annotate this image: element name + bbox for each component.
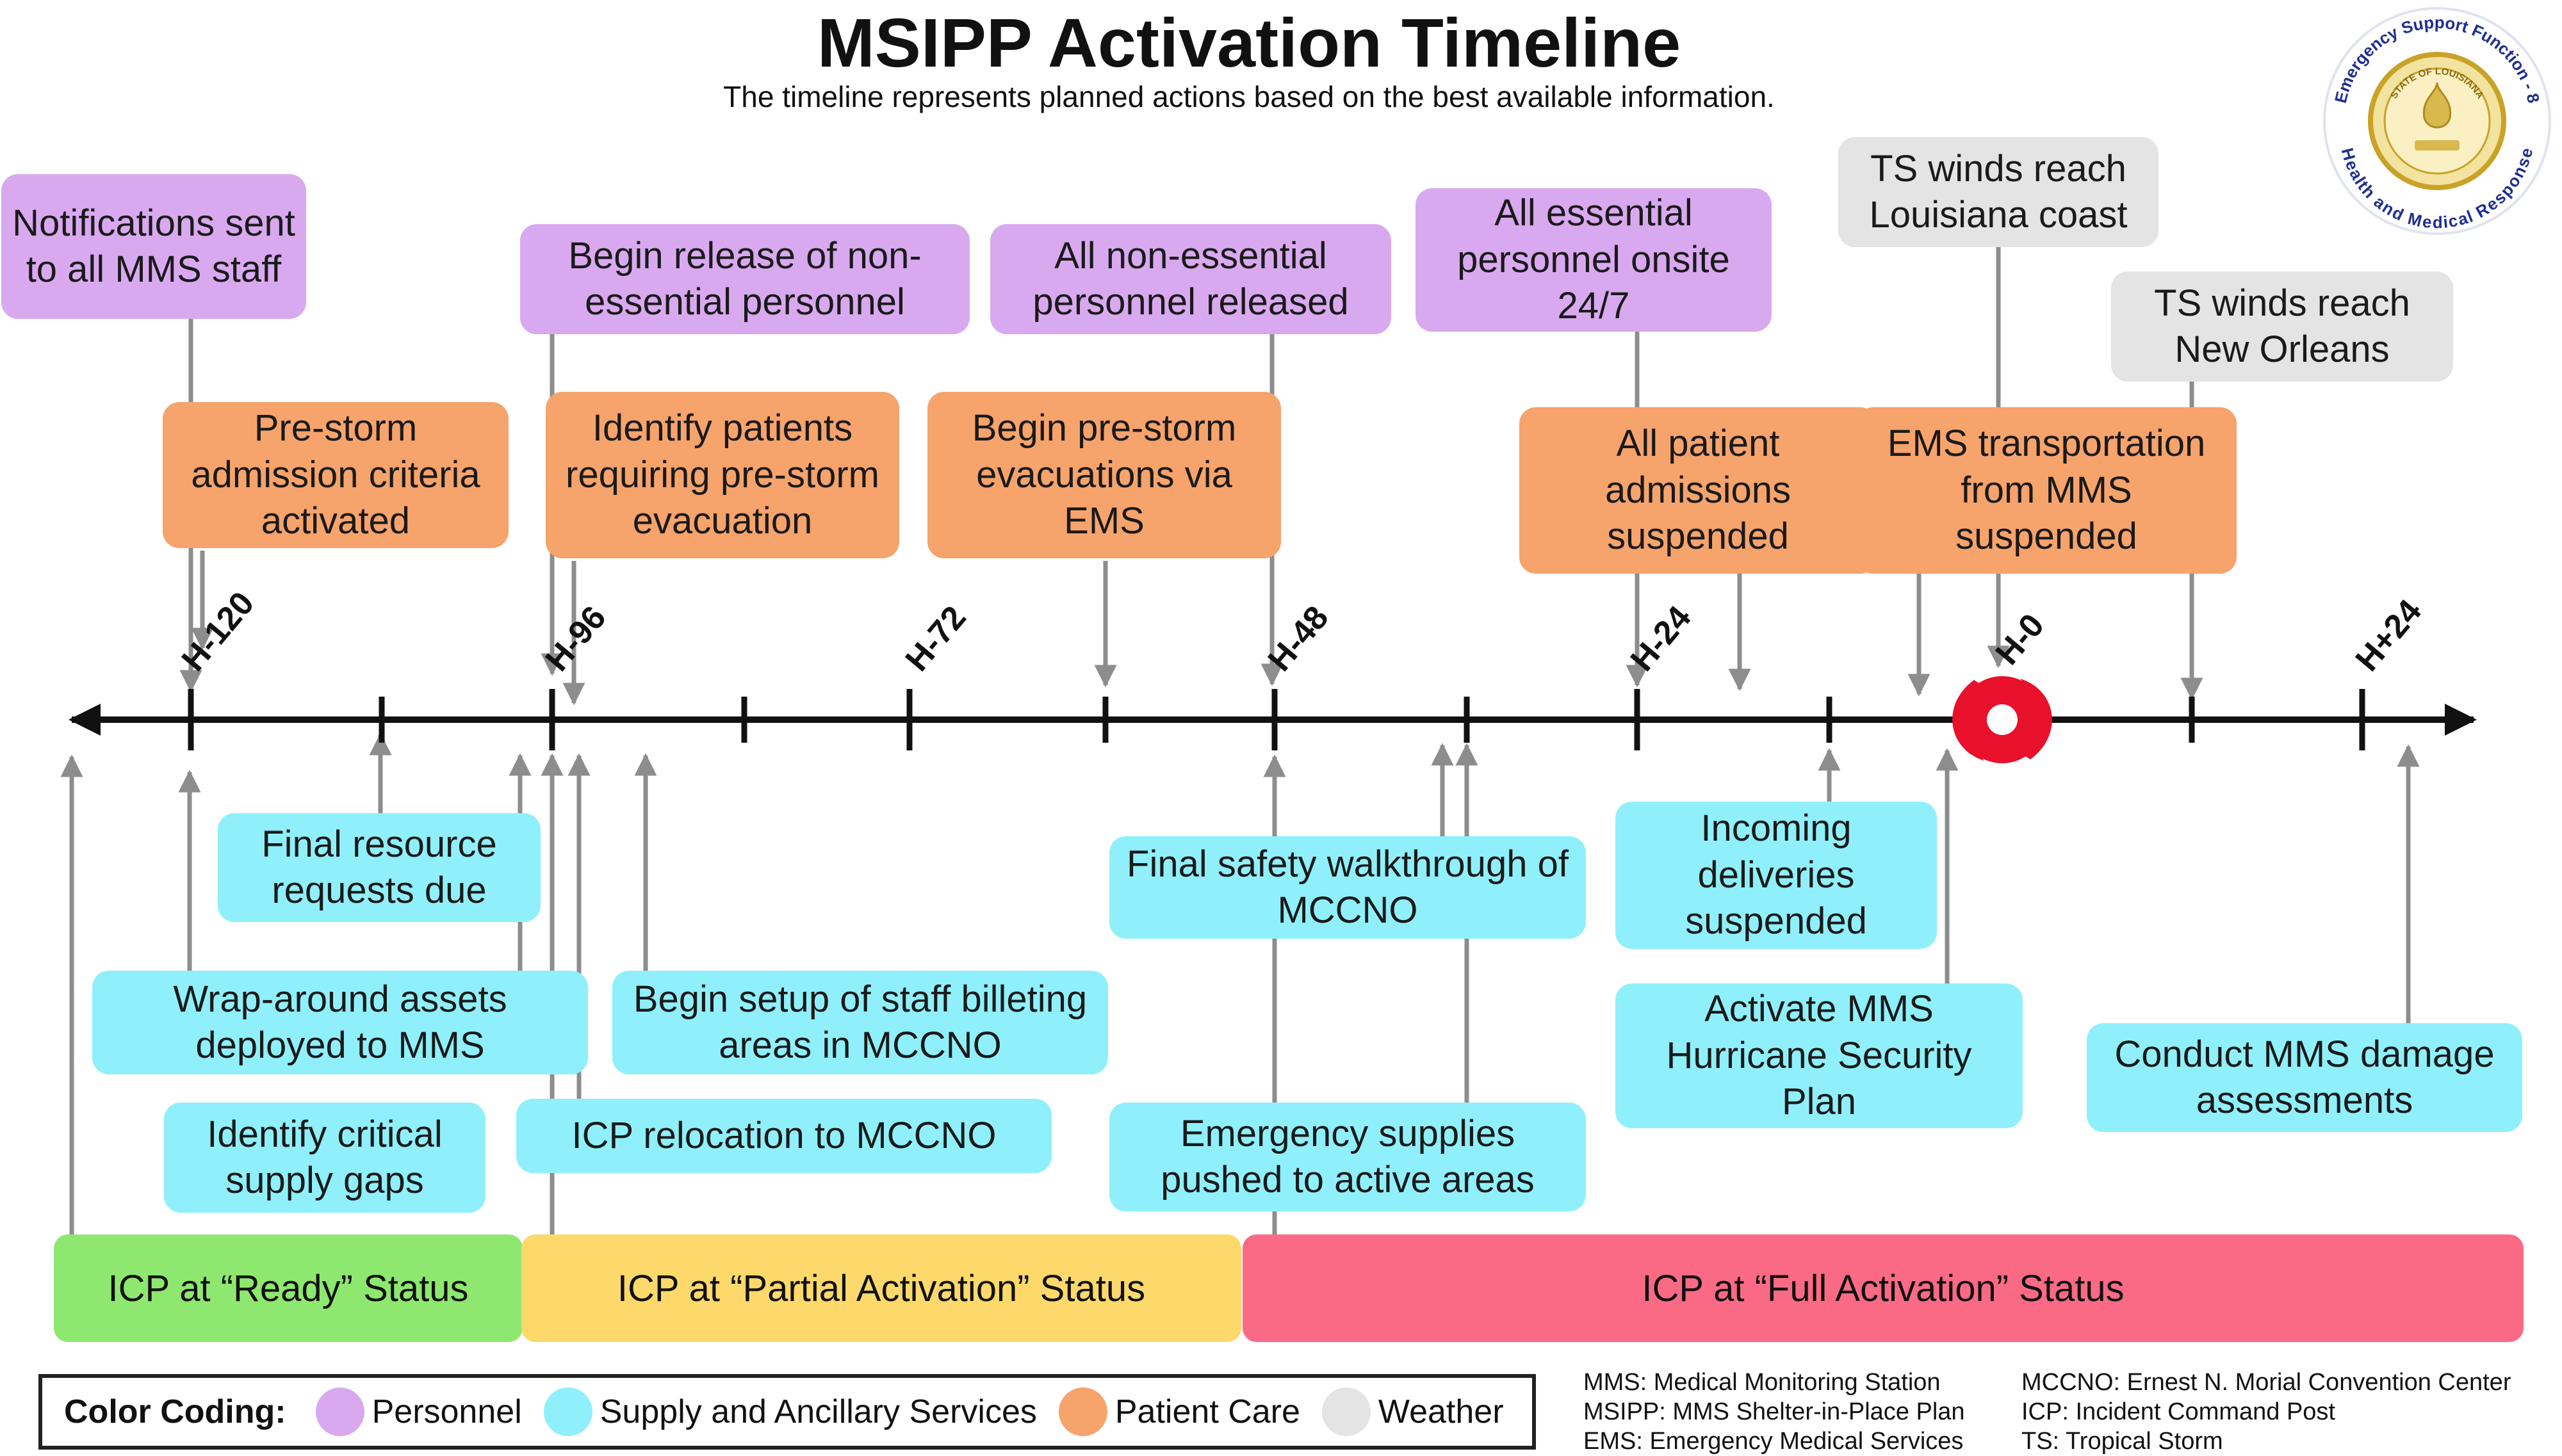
event-begin-release-nonessential: Begin release of non-essential personnel	[520, 224, 970, 334]
status-ready: ICP at “Ready” Status	[54, 1234, 523, 1342]
event-ts-winds-new-orleans: TS winds reach New Orleans	[2111, 271, 2453, 382]
abbr-icp: ICP: Incident Command Post	[2021, 1398, 2335, 1425]
legend-title: Color Coding:	[64, 1393, 286, 1430]
abbr-ts: TS: Tropical Storm	[2021, 1428, 2223, 1455]
abbr-msipp: MSIPP: MMS Shelter-in-Place Plan	[1583, 1398, 1965, 1425]
event-prestorm-admission: Pre-storm admission criteria activated	[163, 402, 509, 548]
legend-item-personnel: Personnel	[315, 1387, 522, 1436]
event-wraparound-assets: Wrap-around assets deployed to MMS	[92, 971, 588, 1074]
legend-item-weather: Weather	[1321, 1387, 1504, 1436]
status-full-activation: ICP at “Full Activation” Status	[1243, 1234, 2524, 1342]
event-billeting-setup: Begin setup of staff billeting areas in …	[612, 971, 1108, 1074]
event-all-nonessential-released: All non-essential personnel released	[990, 224, 1391, 334]
abbr-mccno: MCCNO: Ernest N. Morial Convention Cente…	[2021, 1369, 2511, 1396]
legend-item-supply: Supply and Ancillary Services	[543, 1387, 1037, 1436]
legend-label-weather: Weather	[1378, 1393, 1504, 1430]
event-final-safety-walkthrough: Final safety walkthrough of MCCNO	[1109, 836, 1586, 939]
abbreviations-right: MCCNO: Ernest N. Morial Convention Cente…	[2021, 1368, 2511, 1456]
legend-label-care: Patient Care	[1114, 1393, 1300, 1430]
legend-label-supply: Supply and Ancillary Services	[600, 1393, 1037, 1430]
legend-swatch-personnel	[315, 1387, 364, 1436]
legend-label-personnel: Personnel	[371, 1393, 522, 1430]
page-subtitle: The timeline represents planned actions …	[723, 80, 1775, 113]
event-incoming-deliveries: Incoming deliveries suspended	[1615, 802, 1937, 949]
event-icp-relocation: ICP relocation to MCCNO	[516, 1099, 1052, 1173]
legend-swatch-supply	[543, 1387, 592, 1436]
legend-item-care: Patient Care	[1058, 1387, 1300, 1436]
event-notifications-sent: Notifications sent to all MMS staff	[1, 174, 306, 319]
event-admissions-suspended: All patient admissions suspended	[1519, 407, 1877, 574]
event-ems-suspended: EMS transportation from MMS suspended	[1856, 407, 2237, 574]
abbr-mms: MMS: Medical Monitoring Station	[1583, 1369, 1941, 1396]
abbreviations-left: MMS: Medical Monitoring Station MSIPP: M…	[1583, 1368, 1965, 1456]
event-final-resource-requests: Final resource requests due	[218, 813, 541, 922]
event-all-essential-onsite: All essential personnel onsite 24/7	[1416, 188, 1772, 332]
legend-swatch-care	[1058, 1387, 1107, 1436]
esf8-seal-logo: STATE OF LOUISIANA Emergency Support Fun…	[2323, 7, 2551, 235]
event-begin-evacuations: Begin pre-storm evacuations via EMS	[927, 392, 1281, 558]
event-identify-patients: Identify patients requiring pre-storm ev…	[546, 392, 899, 558]
event-ts-winds-coast: TS winds reach Louisiana coast	[1838, 137, 2158, 247]
legend-swatch-weather	[1321, 1387, 1371, 1436]
status-partial-activation: ICP at “Partial Activation” Status	[521, 1234, 1241, 1342]
page-title: MSIPP Activation Timeline	[817, 4, 1681, 81]
abbr-ems: EMS: Emergency Medical Services	[1583, 1428, 1964, 1455]
event-emergency-supplies: Emergency supplies pushed to active area…	[1109, 1103, 1586, 1211]
event-hurricane-security-plan: Activate MMS Hurricane Security Plan	[1615, 983, 2023, 1128]
event-damage-assessments: Conduct MMS damage assessments	[2087, 1023, 2522, 1132]
event-identify-supply-gaps: Identify critical supply gaps	[164, 1103, 485, 1213]
color-legend: Color Coding: Personnel Supply and Ancil…	[38, 1374, 1536, 1450]
hurricane-icon	[1952, 676, 2052, 763]
